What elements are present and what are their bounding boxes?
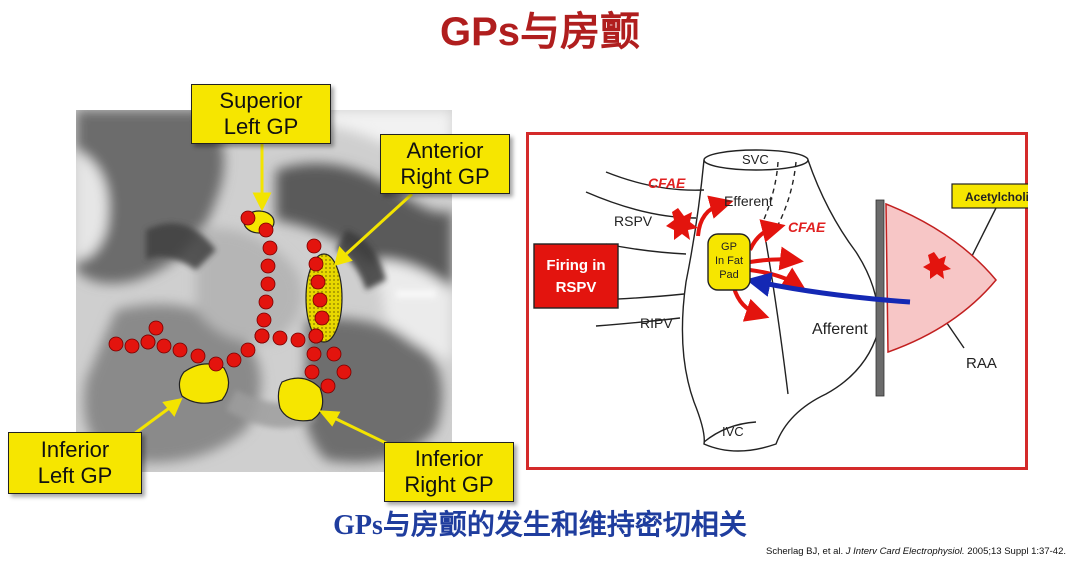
inferior-left-gp-pad [178, 363, 230, 404]
arrow-right-1 [749, 246, 804, 271]
ablation-dot [304, 364, 320, 380]
ablation-dot [226, 352, 242, 368]
callout-superior-left-gp: Superior Left GP [191, 84, 331, 144]
ablation-dot [172, 342, 188, 358]
superior-left-pointer-head [252, 192, 272, 212]
gp-label-line3: Pad [719, 269, 739, 281]
ablation-dot [308, 328, 324, 344]
inferior-left-pointer [133, 404, 173, 436]
gp-label-line2: In Fat [715, 255, 743, 267]
ripv-lower-contour [595, 317, 681, 327]
ablation-dot [258, 294, 274, 310]
afferent-label: Afferent [812, 321, 868, 338]
schematic-panel: GP In Fat Pad Firing in RSPV Acetylcholi… [526, 132, 1028, 470]
ablation-dot [272, 330, 288, 346]
raa-appendage [885, 202, 997, 354]
ablation-dot [314, 310, 330, 326]
anterior-right-pointer-head [333, 245, 353, 267]
efferent-dashed-2 [771, 161, 797, 237]
ablation-dot [290, 332, 306, 348]
acetylcholine-label: Acetylcholine [965, 190, 1028, 204]
afferent-arrow [745, 272, 911, 305]
ablation-dot [260, 258, 276, 274]
callout-anterior-right-gp: Anterior Right GP [380, 134, 510, 194]
ablation-dot [320, 378, 336, 394]
efferent-dashed-1 [761, 161, 779, 225]
callout-superior-left-gp-label: Superior Left GP [219, 88, 303, 139]
cfae-left-label: CFAE [648, 175, 686, 191]
callout-inferior-right-gp: Inferior Right GP [384, 442, 514, 502]
arrow-to-rspv [696, 195, 734, 237]
atrium-outline [681, 159, 880, 452]
ablation-dot [208, 356, 224, 372]
citation: Scherlag BJ, et al. J Interv Card Electr… [766, 546, 1066, 557]
ablation-dot [258, 222, 274, 238]
ablation-dot [306, 238, 322, 254]
acetylcholine-box [951, 183, 1028, 209]
rspv-upper-contour [605, 171, 705, 191]
ablation-dot [240, 342, 256, 358]
callout-inferior-left-gp-label: Inferior Left GP [37, 437, 113, 488]
inferior-left-pointer-head [162, 397, 183, 417]
firing-in-rspv-box [533, 243, 619, 309]
ablation-dot [254, 328, 270, 344]
ivc-label: IVC [722, 424, 744, 439]
inferior-right-pointer [329, 414, 389, 446]
callout-inferior-right-gp-label: Inferior Right GP [404, 446, 494, 497]
slide-caption: GPs与房颤的发生和维持密切相关 [333, 510, 747, 541]
ablation-dot [256, 312, 272, 328]
svc-label: SVC [742, 152, 769, 167]
inferior-right-pointer-head [318, 410, 341, 427]
ablation-dot [308, 256, 324, 272]
ivc-lip [703, 421, 757, 443]
callout-inferior-left-gp: Inferior Left GP [8, 432, 142, 494]
ablation-lesion-dots [108, 210, 352, 394]
slide-title: GPs与房颤 [439, 10, 641, 54]
ablation-dot [306, 346, 322, 362]
ablation-dot [240, 210, 256, 226]
rspv-label: RSPV [614, 213, 653, 229]
citation-journal: J Interv Card Electrophysiol. [845, 546, 965, 557]
citation-detail: 2005;13 Suppl 1:37-42. [967, 546, 1066, 557]
anterior-right-pointer [342, 192, 414, 258]
ablation-dot [312, 292, 328, 308]
cfae-right-label: CFAE [788, 219, 826, 235]
ablation-dot [140, 334, 156, 350]
ablation-dot [124, 338, 140, 354]
gp-label-line1: GP [721, 241, 737, 253]
ablation-dot [148, 320, 164, 336]
firing-label-line1: Firing in [546, 257, 605, 274]
raa-starburst [923, 252, 951, 279]
raa-label: RAA [966, 355, 997, 372]
gp-in-fat-pad [707, 233, 751, 291]
ablation-dot [260, 276, 276, 292]
efferent-label: Efferent [724, 193, 773, 209]
ablation-dot [156, 338, 172, 354]
ablation-dot [262, 240, 278, 256]
ablation-dot [190, 348, 206, 364]
ablation-dot [310, 274, 326, 290]
rspv-firing-starburst [666, 208, 698, 240]
arrow-right-2 [749, 267, 807, 291]
citation-authors: Scherlag BJ, et al. [766, 546, 844, 557]
arrow-down [732, 287, 770, 322]
acetylcholine-pointer-line [969, 207, 997, 261]
callout-anterior-right-gp-label: Anterior Right GP [400, 138, 490, 189]
ablation-dot [108, 336, 124, 352]
ablation-dot [326, 346, 342, 362]
ablation-dot [336, 364, 352, 380]
callout-pointers [133, 134, 414, 446]
inferior-right-gp-pad [277, 377, 324, 422]
arrow-up-right [748, 219, 786, 251]
ripv-label: RIPV [640, 315, 673, 331]
firing-label-line2: RSPV [556, 279, 597, 296]
